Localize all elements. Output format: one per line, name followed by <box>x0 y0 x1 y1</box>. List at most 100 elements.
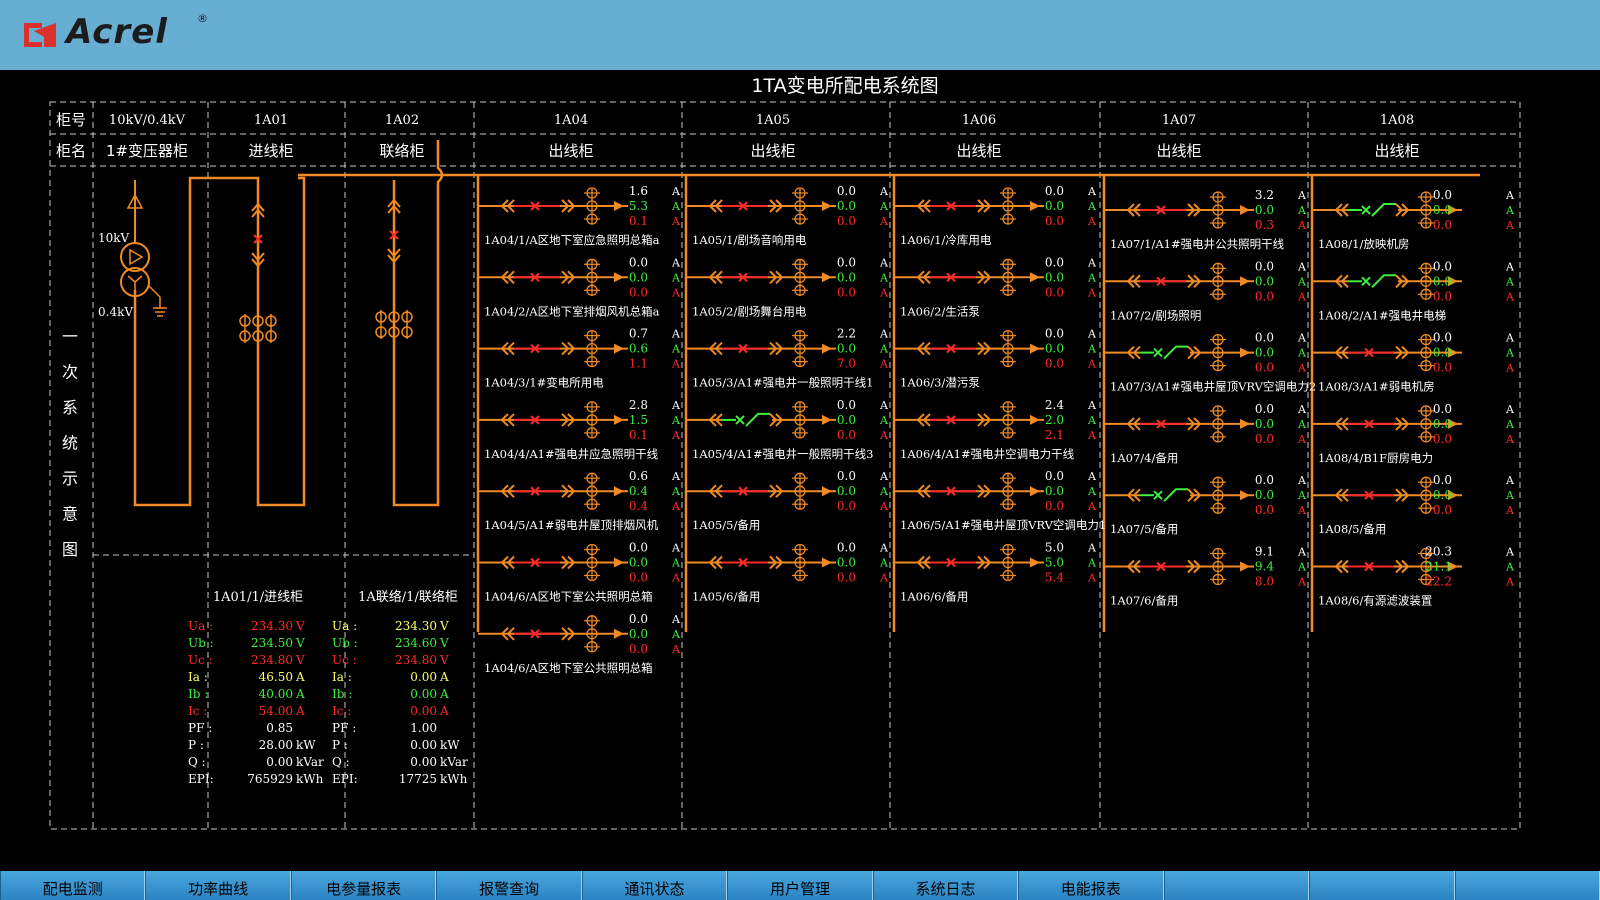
plug-in-icon <box>1126 417 1141 431</box>
current-unit: A <box>879 470 889 483</box>
current-unit: A <box>1297 489 1307 502</box>
plug-in-icon <box>1126 488 1141 502</box>
nav-button-empty[interactable] <box>1163 871 1310 900</box>
side-label-char: 意 <box>62 505 78 524</box>
nav-button[interactable]: 电能报表 <box>1018 871 1164 900</box>
nav-button-empty[interactable] <box>1454 871 1600 900</box>
plug-out-icon <box>977 199 992 213</box>
current-unit: A <box>1087 414 1097 427</box>
current-unit: A <box>671 256 681 269</box>
current-unit: A <box>1505 275 1515 288</box>
load-arrow-icon <box>1030 201 1040 211</box>
breaker-closed-x <box>530 343 540 354</box>
load-arrow-icon <box>1448 347 1458 358</box>
side-label-char: 统 <box>62 434 78 453</box>
current-unit: A <box>1087 286 1097 299</box>
breaker-closed-x <box>738 343 748 354</box>
mask <box>722 417 772 423</box>
current-value: 0.0 <box>1433 432 1452 446</box>
plug-out-icon <box>977 413 992 427</box>
feeder-label: 1A08/5/备用 <box>1318 522 1386 536</box>
feeder-label: 1A05/1/剧场音响用电 <box>692 233 807 247</box>
current-value: 9.4 <box>1255 560 1274 574</box>
meter-row-unit: V <box>295 653 305 667</box>
current-value: 0.0 <box>1045 285 1064 299</box>
feeder-label: 1A05/4/A1#强电井一般照明干线3 <box>692 447 873 461</box>
current-unit: A <box>1505 204 1515 217</box>
plug-out-icon <box>561 270 576 285</box>
current-unit: A <box>671 628 681 641</box>
delta-symbol <box>129 248 144 266</box>
meter-row-value: 234.30 <box>251 619 293 633</box>
cabinet-name: 出线柜 <box>1374 142 1419 160</box>
tie-busbar <box>392 140 444 507</box>
current-unit: A <box>879 542 889 555</box>
feeder-label: 1A05/5/备用 <box>692 518 760 532</box>
breaker-open-x <box>1361 205 1371 215</box>
load-arrow-icon <box>614 414 624 425</box>
current-value: 0.0 <box>1255 402 1274 416</box>
current-value: 0.0 <box>1255 289 1274 303</box>
current-value: 0.0 <box>837 255 856 269</box>
current-unit: A <box>671 399 681 412</box>
current-value: 0.3 <box>1255 218 1274 232</box>
plug-out-icon <box>1395 559 1410 574</box>
breaker-open-x <box>1153 490 1163 500</box>
nav-button[interactable]: 功率曲线 <box>145 871 291 900</box>
meter-row-value: 0.00 <box>266 755 293 769</box>
current-value: 0.0 <box>1255 361 1274 375</box>
nav-button[interactable]: 电参量报表 <box>290 871 437 900</box>
breaker-closed-x <box>530 629 540 639</box>
nav-button[interactable]: 配电监测 <box>0 871 146 900</box>
plug-in-icon <box>916 270 931 285</box>
meter-row-label: P : <box>332 738 348 752</box>
current-value: 0.0 <box>837 484 856 498</box>
current-value: 0.0 <box>837 541 856 555</box>
meter-row-unit: kVar <box>296 755 324 769</box>
current-unit: A <box>671 215 681 228</box>
plug-in-icon <box>500 627 515 641</box>
load-arrow-icon <box>614 343 624 354</box>
breaker-closed-x <box>1364 561 1374 572</box>
nav-button[interactable]: 通讯状态 <box>581 871 728 900</box>
feeder-label: 1A06/6/备用 <box>900 590 968 604</box>
meter-row-unit: kWh <box>440 772 468 786</box>
meter-row-label: PF : <box>188 721 212 735</box>
current-value: 0.0 <box>1433 488 1452 502</box>
current-unit: A <box>1087 256 1097 269</box>
meter-row-unit: V <box>439 636 449 650</box>
nav-button-empty[interactable] <box>1309 871 1455 900</box>
current-value: 21.1 <box>1425 560 1452 574</box>
plug-out-icon <box>1187 345 1202 360</box>
side-label-char: 系 <box>62 398 78 417</box>
withdrawable-breaker-icon <box>239 202 277 343</box>
current-value: 3.2 <box>1255 188 1274 202</box>
plug-out-icon <box>977 484 992 498</box>
plug-in-icon <box>500 341 515 356</box>
plug-in-icon <box>1334 274 1349 289</box>
current-value: 0.0 <box>1255 259 1274 273</box>
current-unit: A <box>879 572 889 585</box>
plug-in-icon <box>916 555 931 570</box>
current-unit: A <box>671 500 681 513</box>
cabinet-id: 1A05 <box>756 113 790 128</box>
feeder-label: 1A06/2/生活泵 <box>900 304 980 318</box>
plug-in-icon <box>500 555 515 570</box>
current-value: 0.0 <box>1045 484 1064 498</box>
nav-button[interactable]: 报警查询 <box>436 871 582 900</box>
current-unit: A <box>671 328 681 341</box>
breaker-closed-x <box>1156 419 1166 429</box>
load-arrow-icon <box>1448 205 1458 215</box>
load-arrow-icon <box>1448 561 1458 572</box>
meter-row-value: 234.50 <box>251 636 293 650</box>
current-value: 0.0 <box>1433 259 1452 273</box>
current-unit: A <box>1505 576 1515 589</box>
nav-button[interactable]: 用户管理 <box>727 871 873 900</box>
current-value: 0.0 <box>837 184 856 198</box>
meter-row-label: Ia : <box>188 670 208 684</box>
nav-button[interactable]: 系统日志 <box>872 871 1019 900</box>
incoming-busbar <box>133 176 306 507</box>
current-value: 0.0 <box>837 214 856 228</box>
